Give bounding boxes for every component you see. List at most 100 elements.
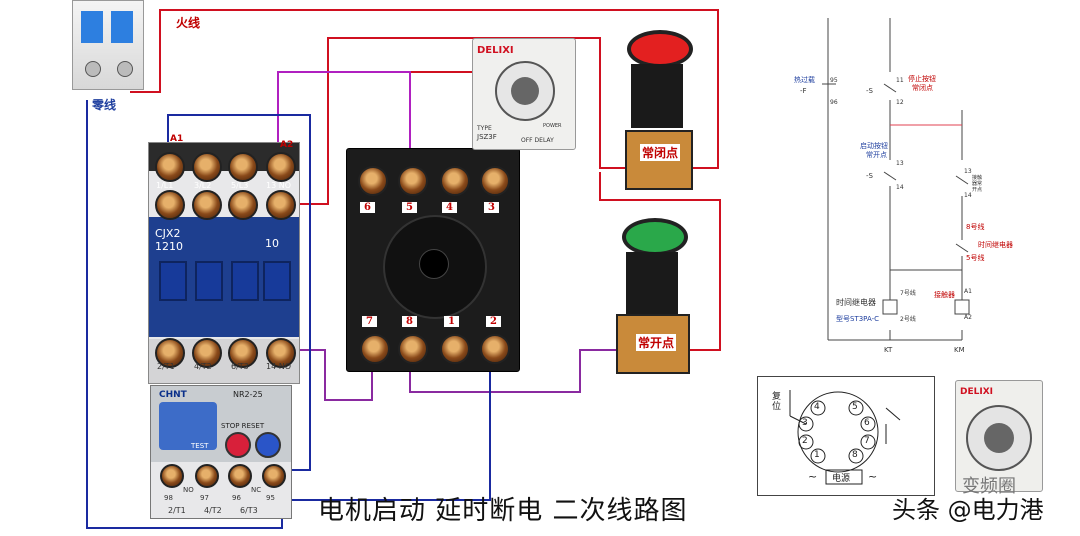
sch-t96: 96 [830,99,838,106]
sch-t14: 14 [896,184,904,191]
socket-terminal [440,334,470,364]
overload-bottom-label: 6/T3 [240,506,258,515]
stop-push-button[interactable] [625,30,693,190]
overload-test: TEST [191,442,209,450]
overload-face [159,402,217,450]
contactor-terminal [228,152,258,182]
diagram-title: 电机启动 延时断电 二次线路图 [318,496,688,526]
contactor-terminal [155,152,185,182]
sch-start-no: 常开点 [866,151,887,159]
socket-pin-label: 7 [362,316,377,327]
contactor-terminal [266,152,296,182]
socket-pin-label: 4 [442,202,457,213]
socket-pin-label: 6 [360,202,375,213]
sch-s: -S [866,87,873,95]
overload-relay: CHNT NR2-25 STOP RESET TEST NO NC [150,385,292,519]
timer-brand: DELIXI [477,45,514,56]
contactor-window [231,261,259,301]
neutral-wire-label: 零线 [92,98,117,112]
timer2-dial [966,405,1032,471]
overload-term-label: 96 [232,494,241,502]
sch-start-button: 启动按钮 [860,142,888,150]
socket-pin-label: 8 [402,316,417,327]
overload-terminal [195,464,219,488]
pinout-tilde: ~ [868,470,878,483]
breaker-handle [81,11,103,43]
button-contact-block [625,130,693,190]
circuit-breaker [72,0,144,90]
sch-a2: A2 [964,314,972,321]
socket-terminal [440,166,470,196]
sch-wire5: 5号线 [966,254,985,262]
sch-wire7: 7号线 [900,290,916,297]
socket-terminal [480,166,510,196]
pin-label: 6 [864,418,870,428]
a1-label: A1 [170,134,184,144]
sch-wire8: 8号线 [966,223,985,231]
sch-km: KM [954,346,965,354]
sch-t14b: 14 [964,192,972,199]
reset-button-blue[interactable] [255,432,281,458]
overload-no-label: NO [183,486,194,494]
socket-pin-label: 1 [444,316,459,327]
pin-label: 3 [802,418,808,428]
contactor-terminal [266,190,296,220]
pinout-reset: 复位 [772,392,782,412]
overload-bottom-label: 4/T2 [204,506,222,515]
overload-stop-reset: STOP RESET [221,422,265,430]
contactor-terminal [192,338,222,368]
timer2-knob [984,423,1014,453]
timer-knob[interactable] [511,77,539,105]
sch-thermal: 热过载 [794,76,815,84]
sch-t11: 11 [896,77,904,84]
contactor-terminal [155,338,185,368]
watermark: 头条 @电力港 [892,496,1044,524]
sch-s2: -S [866,172,873,180]
pinout-power: 电源 [832,474,851,484]
brand-watermark-left: 变频圈 [962,476,1016,497]
pinout-tilde: ~ [808,470,818,483]
a2-label: A2 [280,140,294,150]
sch-model: 型号ST3PA-C [836,315,879,323]
contactor-terminal [192,152,222,182]
breaker-handle [111,11,133,43]
overload-model: NR2-25 [233,390,263,399]
contactor-rating: 10 [265,237,279,250]
contactor-term-label: 2/T1 [157,362,175,371]
socket-pin-label: 2 [486,316,501,327]
sch-contactor: 接触器 [934,291,955,299]
sch-kt: KT [884,346,893,354]
sch-contactor-aux: 接触器常开点 [972,175,983,193]
contactor-window [159,261,187,301]
sch-a1: A1 [964,288,972,295]
timer-relay-photo: DELIXI [955,380,1043,492]
stop-button-red[interactable] [225,432,251,458]
pinout-frame [757,376,935,496]
breaker-terminal [117,61,133,77]
contactor-terminal [266,338,296,368]
timer-dial [495,61,555,121]
contactor-term-label: 14 NO [266,362,292,371]
button-body [631,64,683,128]
overload-term-label: 98 [164,494,173,502]
sch-t12: 12 [896,99,904,106]
pin-label: 8 [852,450,858,460]
socket-terminal [398,334,428,364]
socket-pin-label: 5 [402,202,417,213]
contactor-term-label: 4/T2 [194,362,212,371]
contactor-terminal [192,190,222,220]
contactor-term-label: 6/T3 [231,362,249,371]
sch-t95: 95 [830,77,838,84]
sch-t13: 13 [896,160,904,167]
socket-pin-label: 3 [484,202,499,213]
pin-label: 7 [864,436,870,446]
no-contact-label: 常开点 [636,334,677,351]
start-push-button[interactable] [612,214,690,374]
overload-bottom-label: 2/T1 [168,506,186,515]
overload-terminal [160,464,184,488]
sch-f: -F [800,87,807,95]
timer-type: JSZ3F [477,133,497,141]
contactor-terminal [155,190,185,220]
